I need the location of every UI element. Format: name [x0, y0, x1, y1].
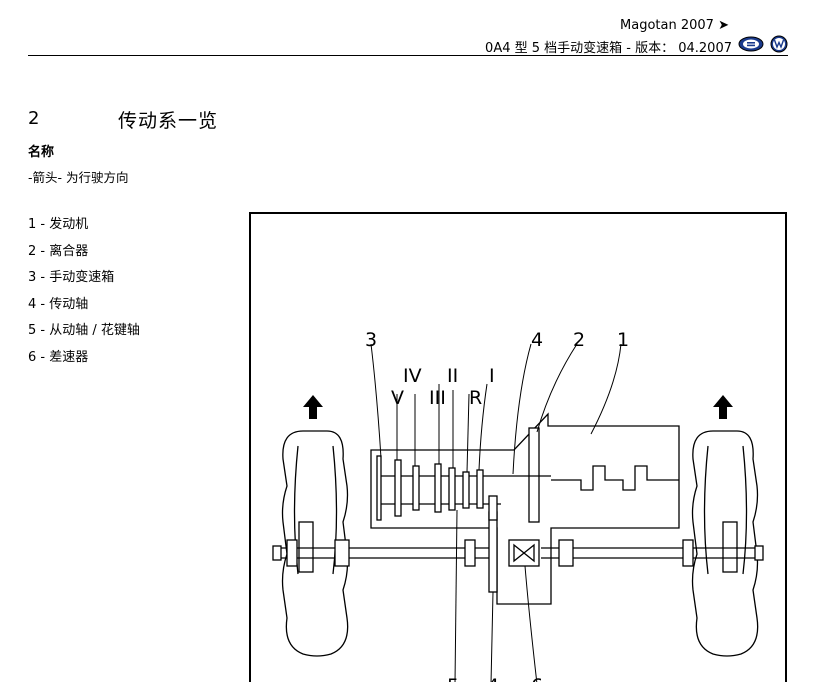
callout-3: 3	[365, 329, 377, 351]
right-wheel	[691, 430, 759, 657]
left-hub	[298, 521, 314, 573]
callout-2: 2	[573, 329, 585, 351]
vw-logo-icon	[770, 35, 788, 57]
callout-lines	[370, 343, 622, 682]
drivetrain-diagram-svg: 3 4 2 1 IV II I V III R 5 4 6	[272, 329, 764, 682]
callout-5: 5	[447, 675, 459, 682]
gear-label-iii: III	[429, 387, 446, 409]
gear-label-v: V	[391, 387, 404, 409]
gear-set	[376, 455, 498, 521]
header-title: Magotan 2007 ➤	[620, 18, 729, 33]
header-divider	[28, 55, 788, 56]
section-subtitle: 名称	[28, 145, 55, 160]
section-number: 2	[28, 108, 40, 129]
faw-logo-icon	[738, 36, 764, 56]
right-hub	[722, 521, 738, 573]
parts-list: 1 - 发动机 2 - 离合器 3 - 手动变速箱 4 - 传动轴 5 - 从动…	[28, 212, 140, 372]
header-subtitle-row: 0A4 型 5 档手动变速箱 - 版本： 04.2007	[485, 35, 788, 57]
direction-note: -箭头- 为行驶方向	[28, 170, 129, 185]
header-title-text: Magotan 2007	[620, 18, 714, 33]
callout-4-bottom: 4	[487, 675, 499, 682]
list-item: 1 - 发动机	[28, 217, 89, 232]
list-item: 3 - 手动变速箱	[28, 270, 115, 286]
list-item: 5 - 从动轴 / 花键轴	[28, 323, 140, 339]
drivetrain-diagram: 3 4 2 1 IV II I V III R 5 4 6	[249, 212, 787, 682]
list-item: 2 - 离合器	[28, 243, 89, 259]
clutch	[528, 427, 540, 523]
direction-arrow-left-icon	[303, 395, 323, 419]
direction-arrow-right-icon	[713, 395, 733, 419]
gear-label-ii: II	[447, 365, 458, 387]
callout-4: 4	[531, 329, 543, 351]
gear-label-iv: IV	[403, 365, 422, 387]
list-item: 6 - 差速器	[28, 349, 89, 365]
diagram-labels: 3 4 2 1 IV II I V III R 5 4 6	[365, 329, 629, 682]
differential	[488, 511, 540, 593]
callout-1: 1	[617, 329, 629, 351]
gear-label-r: R	[469, 387, 482, 409]
callout-6: 6	[531, 675, 543, 682]
list-item: 4 - 传动轴	[28, 296, 89, 312]
gear-label-i: I	[489, 365, 495, 387]
engine-crank-profile	[551, 465, 679, 491]
drive-axle	[272, 539, 764, 567]
section-title: 传动系一览	[118, 110, 219, 132]
next-arrow-icon[interactable]: ➤	[718, 18, 729, 33]
header-subtitle: 0A4 型 5 档手动变速箱 - 版本： 04.2007	[485, 40, 732, 56]
